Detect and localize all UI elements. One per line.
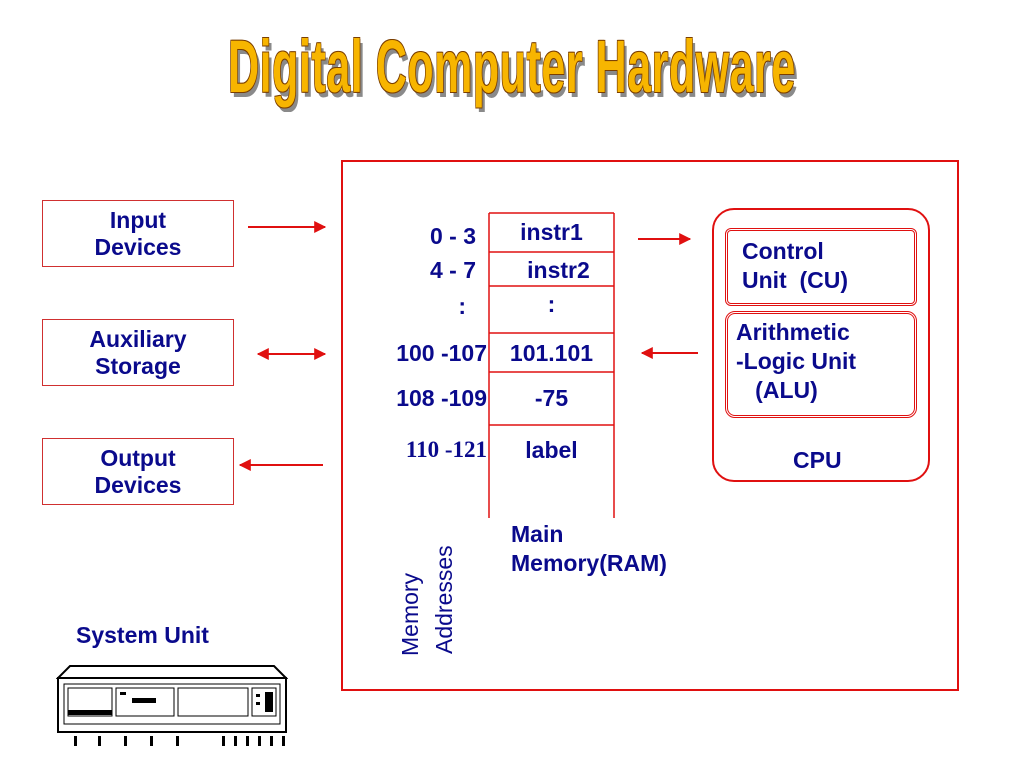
memory-column — [488, 212, 615, 518]
page-title: Digital Computer Hardware — [228, 25, 796, 108]
memory-cell-ellipsis: : — [547, 291, 556, 317]
address-label: 0 - 3 — [429, 223, 476, 249]
memory-cell: label — [525, 437, 578, 463]
cpu-label: CPU — [793, 447, 842, 473]
main-memory-label: Main Memory(RAM) — [511, 521, 667, 576]
memory-cell: instr2 — [527, 257, 590, 283]
memory-cell: -75 — [534, 385, 569, 411]
alu-box — [725, 311, 917, 418]
address-ellipsis: : — [458, 293, 466, 319]
cpu-box — [712, 208, 930, 482]
control-unit-box — [725, 228, 917, 306]
address-label: 100 -107 — [396, 340, 487, 366]
address-label: 108 -109 — [396, 385, 487, 411]
memory-addresses-label-line2: Addresses — [431, 545, 457, 654]
input-devices-box: Input Devices — [42, 200, 234, 267]
auxiliary-storage-box: Auxiliary Storage — [42, 319, 234, 386]
system-unit-illustration — [56, 665, 288, 746]
address-label: 110 -121 — [405, 437, 487, 462]
system-unit-label: System Unit — [76, 622, 209, 648]
output-devices-box: Output Devices — [42, 438, 234, 505]
memory-cell: instr1 — [520, 219, 583, 245]
address-label: 4 - 7 — [429, 257, 476, 283]
main-container — [341, 160, 959, 691]
alu-label: Arithmetic -Logic Unit (ALU) — [736, 319, 857, 403]
control-unit-label: Control Unit (CU) — [742, 238, 849, 293]
memory-cell: 101.101 — [509, 340, 594, 366]
memory-addresses-label-line1: Memory — [397, 572, 423, 656]
